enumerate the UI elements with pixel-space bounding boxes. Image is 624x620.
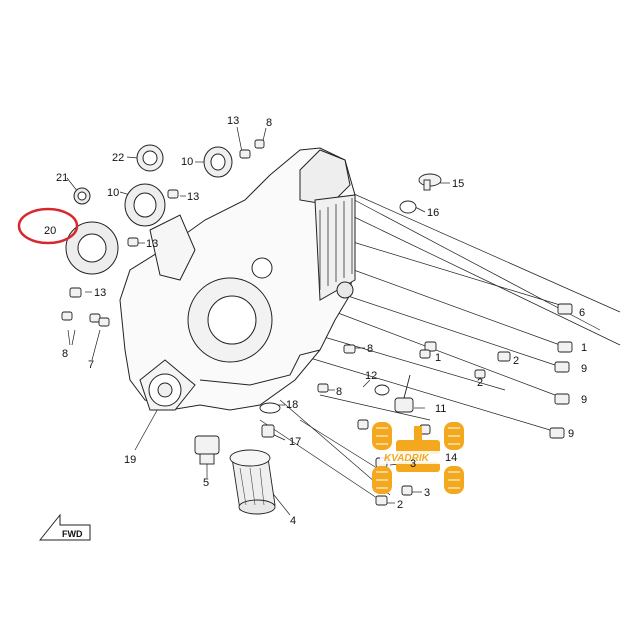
callout-1: 1	[581, 342, 587, 354]
callout-16: 16	[427, 207, 439, 219]
callout-2: 2	[397, 499, 403, 511]
callout-3: 3	[410, 458, 416, 470]
callout-11: 11	[435, 403, 446, 415]
callout-13: 13	[94, 287, 106, 299]
callout-18: 18	[286, 399, 298, 411]
callout-10: 10	[181, 156, 193, 168]
bearings	[65, 144, 233, 275]
callout-5: 5	[203, 477, 209, 489]
forward-arrow-icon: FWD	[38, 513, 91, 541]
callout-3: 3	[424, 487, 430, 499]
watermark-text: KVADRIK	[384, 453, 430, 464]
callout-12: 12	[365, 370, 377, 382]
callout-2: 2	[513, 355, 519, 367]
fwd-label: FWD	[62, 529, 83, 539]
highlight-oval	[17, 207, 79, 245]
callout-8: 8	[367, 343, 373, 355]
callout-9: 9	[581, 394, 587, 406]
callout-19: 19	[124, 454, 136, 466]
watermark-logo: KVADRIK	[372, 422, 464, 494]
callout-7: 7	[88, 359, 94, 371]
callout-1: 1	[435, 352, 441, 364]
callout-14: 14	[445, 452, 457, 464]
callout-6: 6	[579, 307, 585, 319]
callout-4: 4	[290, 515, 296, 527]
callout-8: 8	[62, 348, 68, 360]
callout-20: 20	[44, 225, 56, 237]
callout-9: 9	[581, 363, 587, 375]
callout-15: 15	[452, 178, 464, 190]
small-parts	[61, 139, 573, 515]
leader-lines	[66, 126, 621, 516]
callout-9: 9	[568, 428, 574, 440]
callout-13: 13	[187, 191, 199, 203]
callout-8: 8	[266, 117, 272, 129]
crankcase-half	[119, 147, 356, 411]
callout-13: 13	[227, 115, 239, 127]
callout-labels: 13 8 22 10 21 10 13 15 16 20 13 13 6 8 7…	[44, 115, 587, 527]
callout-22: 22	[112, 152, 124, 164]
callout-17: 17	[289, 436, 301, 448]
callout-13: 13	[146, 238, 158, 250]
callout-8: 8	[336, 386, 342, 398]
callout-21: 21	[56, 172, 68, 184]
callout-10: 10	[107, 187, 119, 199]
callout-2: 2	[477, 377, 483, 389]
